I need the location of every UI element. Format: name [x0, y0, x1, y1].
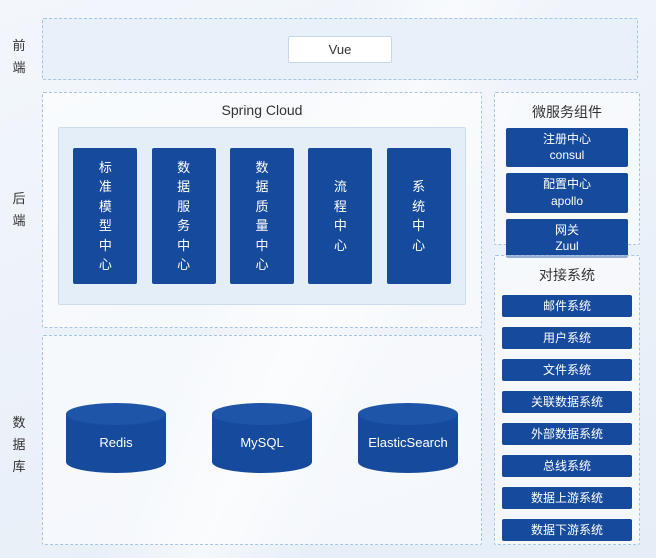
db-redis-label: Redis	[99, 434, 133, 450]
pillar-label: 系统中心	[412, 179, 426, 253]
db-mysql-label: MySQL	[240, 434, 284, 450]
vue-node: Vue	[288, 35, 392, 63]
db-elasticsearch-label: ElasticSearch	[368, 434, 448, 450]
ms-item-gateway-zuul: 网关 Zuul	[506, 218, 628, 259]
integration-item-data-upstream-system: 数据上游系统	[502, 487, 632, 509]
db-mysql: MySQL	[212, 403, 312, 473]
pillar-standard-model-center: 标准模型中心	[73, 148, 138, 284]
database-layer-panel: Redis MySQL ElasticSearch	[42, 335, 482, 545]
ms-item-line2: consul	[549, 148, 585, 163]
pillar-data-quality-center: 数据质量中心	[229, 148, 294, 284]
side-label-database: 数据库	[12, 415, 26, 475]
microservice-components-panel: 微服务组件 注册中心 consul 配置中心 apollo 网关 Zuul	[494, 92, 640, 259]
integration-item-user-system: 用户系统	[502, 327, 632, 349]
vue-node-label: Vue	[328, 41, 352, 57]
database-row: Redis MySQL ElasticSearch	[43, 403, 481, 473]
pillar-process-center: 流程中心	[308, 148, 373, 284]
frontend-layer-panel: Vue	[42, 18, 638, 80]
pillar-data-service-center: 数据服务中心	[151, 148, 216, 284]
db-elasticsearch: ElasticSearch	[358, 403, 458, 473]
integration-item-data-downstream-system: 数据下游系统	[502, 519, 632, 541]
pillar-label: 数据质量中心	[255, 159, 269, 273]
side-label-frontend: 前端	[12, 38, 26, 76]
db-redis: Redis	[66, 403, 166, 473]
integration-systems-title: 对接系统	[539, 267, 595, 283]
ms-item-line1: 网关	[554, 222, 579, 237]
backend-layer-panel: Spring Cloud 标准模型中心 数据服务中心 数据质量中心 流程中心 系…	[42, 92, 482, 328]
microservice-components-title: 微服务组件	[532, 104, 602, 120]
integration-systems-panel: 对接系统 邮件系统 用户系统 文件系统 关联数据系统 外部数据系统 总线系统 数…	[494, 255, 640, 545]
spring-cloud-container: 标准模型中心 数据服务中心 数据质量中心 流程中心 系统中心	[58, 127, 466, 305]
integration-item-file-system: 文件系统	[502, 359, 632, 381]
pillar-label: 标准模型中心	[98, 159, 112, 273]
spring-cloud-title: Spring Cloud	[221, 102, 303, 118]
ms-item-registry-consul: 注册中心 consul	[506, 128, 628, 168]
pillar-system-center: 系统中心	[386, 148, 451, 284]
pillar-label: 流程中心	[333, 179, 347, 253]
integration-item-external-data-system: 外部数据系统	[502, 423, 632, 445]
pillar-label: 数据服务中心	[177, 159, 191, 273]
side-label-backend: 后端	[12, 191, 26, 229]
integration-item-related-data-system: 关联数据系统	[502, 391, 632, 413]
integration-item-mail-system: 邮件系统	[502, 295, 632, 317]
ms-item-line2: apollo	[550, 193, 584, 208]
ms-item-line1: 配置中心	[542, 177, 591, 192]
ms-item-line2: Zuul	[555, 238, 579, 253]
ms-item-config-apollo: 配置中心 apollo	[506, 173, 628, 213]
ms-item-line1: 注册中心	[542, 132, 591, 146]
integration-item-bus-system: 总线系统	[502, 455, 632, 477]
